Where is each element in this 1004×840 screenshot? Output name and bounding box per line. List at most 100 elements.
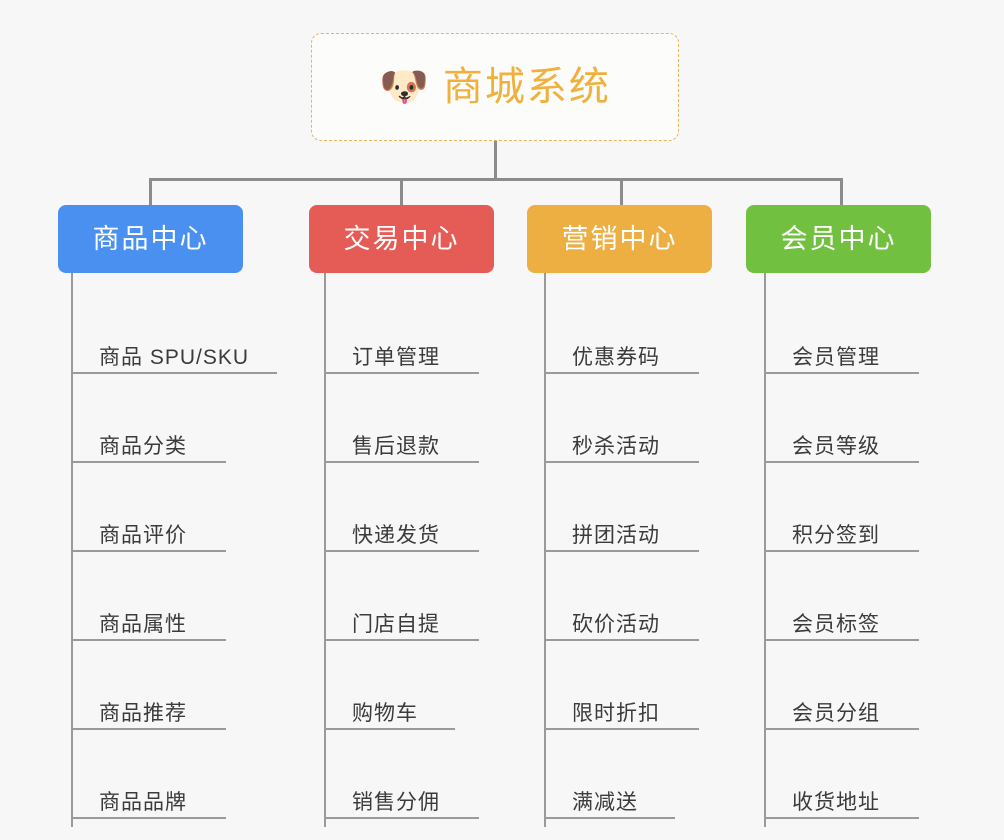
- sub-item-label: 会员分组: [792, 702, 880, 725]
- branch-rail-0: [71, 285, 73, 827]
- sub-item-underline: [544, 728, 699, 730]
- sub-item-underline: [764, 728, 919, 730]
- sub-item[interactable]: 商品 SPU/SKU: [71, 285, 281, 374]
- sub-item[interactable]: 商品推荐: [71, 641, 281, 730]
- sub-item[interactable]: 售后退款: [324, 374, 504, 463]
- sub-item-label: 商品分类: [99, 435, 187, 458]
- branch-label-0: 商品中心: [92, 223, 209, 254]
- sub-item-label: 商品 SPU/SKU: [99, 346, 250, 369]
- sub-item-underline: [324, 372, 479, 374]
- sub-item[interactable]: 优惠券码: [544, 285, 724, 374]
- sub-item[interactable]: 会员等级: [764, 374, 944, 463]
- connector-branch-stem-3: [544, 273, 546, 287]
- connector-leg-3: [620, 178, 623, 206]
- sub-item-underline: [764, 639, 919, 641]
- connector-horizontal-bus: [149, 178, 843, 181]
- branch-label-2: 营销中心: [561, 223, 678, 254]
- sub-item-label: 购物车: [352, 702, 418, 725]
- sub-item-underline: [764, 550, 919, 552]
- sub-item[interactable]: 砍价活动: [544, 552, 724, 641]
- root-title: 商城系统: [442, 65, 611, 109]
- sub-item-label: 商品品牌: [99, 791, 187, 814]
- root-node[interactable]: 🐶 商城系统: [311, 33, 679, 141]
- connector-branch-stem-2: [324, 273, 326, 287]
- sub-item-underline: [764, 461, 919, 463]
- sub-item[interactable]: 购物车: [324, 641, 504, 730]
- sub-item[interactable]: 商品品牌: [71, 730, 281, 819]
- sub-item[interactable]: 拼团活动: [544, 463, 724, 552]
- connector-leg-1: [149, 178, 152, 206]
- sub-item[interactable]: 积分签到: [764, 463, 944, 552]
- sub-item-label: 秒杀活动: [572, 435, 660, 458]
- sub-item[interactable]: 秒杀活动: [544, 374, 724, 463]
- sub-item[interactable]: 商品分类: [71, 374, 281, 463]
- branch-items-0: 商品 SPU/SKU 商品分类 商品评价 商品属性 商品推荐 商品品牌: [71, 285, 281, 827]
- sub-item-underline: [71, 461, 226, 463]
- sub-item-label: 满减送: [572, 791, 638, 814]
- sub-item[interactable]: 会员标签: [764, 552, 944, 641]
- sub-item[interactable]: 商品评价: [71, 463, 281, 552]
- sub-item-label: 砍价活动: [572, 613, 660, 636]
- sub-item-underline: [71, 639, 226, 641]
- sub-item-label: 限时折扣: [572, 702, 660, 725]
- sub-item-label: 快递发货: [352, 524, 440, 547]
- sub-item-underline: [324, 728, 455, 730]
- branch-rail-2: [544, 285, 546, 827]
- connector-root-stem: [494, 141, 497, 181]
- sub-item-underline: [544, 817, 675, 819]
- sub-item-label: 会员管理: [792, 346, 880, 369]
- sub-item-label: 订单管理: [352, 346, 440, 369]
- sub-item-label: 门店自提: [352, 613, 440, 636]
- sub-item-underline: [764, 372, 919, 374]
- branch-rail-3: [764, 285, 766, 827]
- sub-item-label: 收货地址: [792, 791, 880, 814]
- sub-item[interactable]: 会员分组: [764, 641, 944, 730]
- connector-leg-4: [840, 178, 843, 206]
- sub-item-label: 优惠券码: [572, 346, 660, 369]
- sub-item[interactable]: 收货地址: [764, 730, 944, 819]
- sub-item-underline: [324, 461, 479, 463]
- sub-item-label: 会员等级: [792, 435, 880, 458]
- sub-item[interactable]: 订单管理: [324, 285, 504, 374]
- sub-item[interactable]: 满减送: [544, 730, 724, 819]
- sub-item-label: 商品属性: [99, 613, 187, 636]
- sub-item[interactable]: 销售分佣: [324, 730, 504, 819]
- sub-item-underline: [764, 817, 919, 819]
- sub-item[interactable]: 快递发货: [324, 463, 504, 552]
- branch-box-0[interactable]: 商品中心: [58, 205, 243, 273]
- sub-item-underline: [544, 550, 699, 552]
- branch-label-1: 交易中心: [343, 223, 460, 254]
- branch-rail-1: [324, 285, 326, 827]
- sub-item-label: 积分签到: [792, 524, 880, 547]
- branch-box-2[interactable]: 营销中心: [527, 205, 712, 273]
- connector-branch-stem-1: [71, 273, 73, 287]
- sub-item-underline: [324, 639, 479, 641]
- dog-face-icon: 🐶: [379, 65, 429, 109]
- sub-item[interactable]: 会员管理: [764, 285, 944, 374]
- branch-items-2: 优惠券码 秒杀活动 拼团活动 砍价活动 限时折扣 满减送: [544, 285, 724, 827]
- branch-box-3[interactable]: 会员中心: [746, 205, 931, 273]
- sub-item-underline: [71, 550, 226, 552]
- connector-leg-2: [400, 178, 403, 206]
- sub-item[interactable]: 商品属性: [71, 552, 281, 641]
- branch-label-3: 会员中心: [780, 223, 897, 254]
- sub-item-underline: [544, 461, 699, 463]
- sub-item-underline: [71, 728, 226, 730]
- sub-item-underline: [71, 372, 277, 374]
- sub-item[interactable]: 门店自提: [324, 552, 504, 641]
- sub-item-underline: [324, 817, 479, 819]
- sub-item-label: 销售分佣: [352, 791, 440, 814]
- sub-item-label: 会员标签: [792, 613, 880, 636]
- sub-item-label: 拼团活动: [572, 524, 660, 547]
- sub-item-underline: [544, 372, 699, 374]
- branch-items-1: 订单管理 售后退款 快递发货 门店自提 购物车 销售分佣: [324, 285, 504, 827]
- connector-branch-stem-4: [764, 273, 766, 287]
- sub-item-underline: [324, 550, 479, 552]
- sub-item-label: 商品推荐: [99, 702, 187, 725]
- sub-item-underline: [71, 817, 226, 819]
- sub-item[interactable]: 限时折扣: [544, 641, 724, 730]
- branch-box-1[interactable]: 交易中心: [309, 205, 494, 273]
- sub-item-label: 商品评价: [99, 524, 187, 547]
- branch-items-3: 会员管理 会员等级 积分签到 会员标签 会员分组 收货地址: [764, 285, 944, 827]
